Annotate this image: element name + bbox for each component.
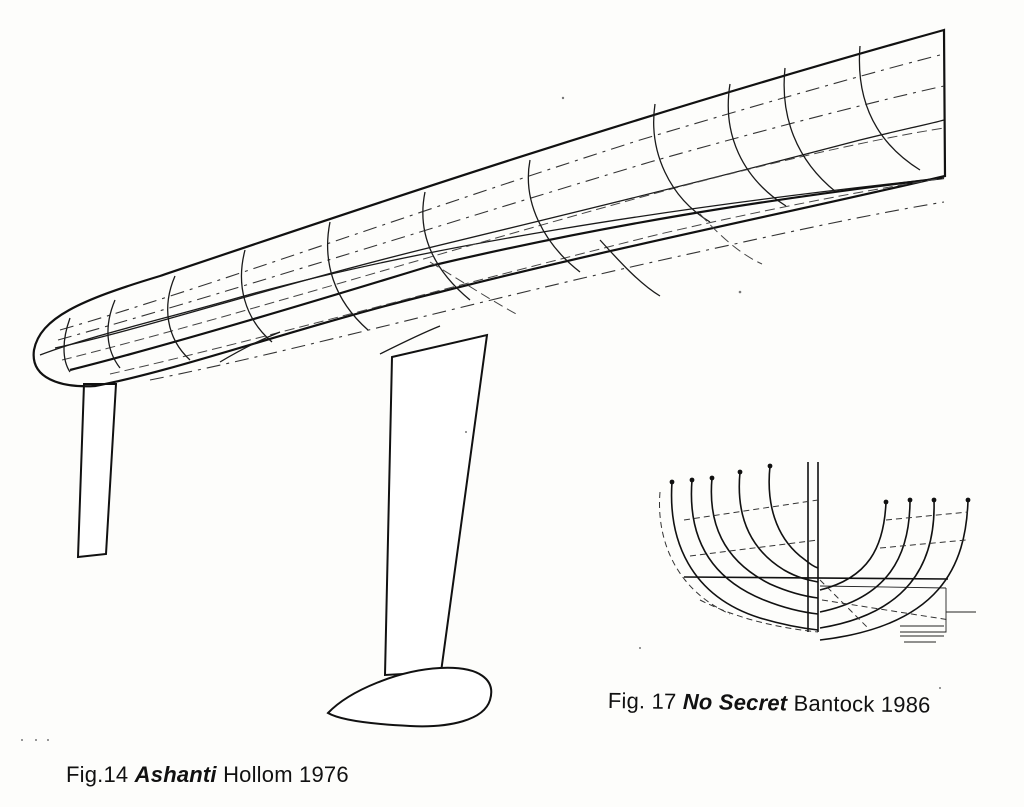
keel-bulb [326, 666, 493, 728]
buttock-line [109, 177, 945, 375]
sheer-point [709, 475, 715, 481]
buttock-line [61, 127, 945, 361]
designer-year: Bantock 1986 [793, 690, 931, 718]
diagonal-line [821, 599, 951, 621]
sheer-point [883, 499, 889, 505]
keel-line [54, 119, 945, 349]
no-secret-body-plan [659, 462, 976, 643]
station-line [599, 239, 661, 297]
waterline [819, 585, 947, 589]
waterline [69, 176, 945, 372]
station-section [738, 471, 819, 583]
station-section [690, 479, 819, 615]
designer-year: Hollom 1976 [223, 762, 349, 787]
diagonal-line [819, 579, 871, 631]
station-line [63, 317, 71, 373]
sheer-point [737, 469, 743, 475]
sheer-point [767, 463, 773, 469]
buttock-line [57, 85, 945, 341]
figure-caption-fig17: Fig. 17 No Secret Bantock 1986 [608, 688, 931, 719]
keel-detail [900, 588, 947, 633]
station-line [107, 299, 121, 369]
station-section [699, 599, 819, 633]
sheer-point [907, 497, 913, 503]
station-section [819, 499, 969, 641]
boat-name: No Secret [682, 689, 788, 716]
deck-edge [39, 177, 945, 356]
station-line [858, 45, 921, 171]
station-section [768, 465, 819, 569]
station-line [422, 191, 471, 301]
hull-outline [32, 28, 947, 388]
station-section [659, 491, 731, 615]
station-section [819, 501, 887, 591]
station-line [240, 249, 273, 343]
diagonal-line [879, 539, 967, 549]
station-section [819, 499, 935, 629]
sheer-point [931, 497, 937, 503]
station-line [783, 67, 837, 193]
boat-name: Ashanti [134, 762, 217, 787]
station-line [727, 83, 787, 207]
station-line [699, 213, 763, 265]
diagonal-line [885, 511, 969, 521]
sheer-point [669, 479, 675, 485]
station-line [219, 331, 281, 363]
diagonal-line [683, 499, 819, 521]
scan-specks [21, 96, 941, 741]
station-section [710, 477, 819, 599]
ashanti-hull-drawing [32, 28, 947, 728]
figure-number: Fig.14 [66, 762, 129, 787]
figure-number: Fig. 17 [607, 688, 677, 714]
station-line [167, 275, 191, 361]
rudder [76, 383, 118, 559]
keel-fin [383, 333, 489, 677]
buttock-line [59, 53, 945, 331]
station-section [670, 481, 819, 631]
station-line [327, 221, 369, 331]
diagonal-line [689, 539, 819, 557]
figure-caption-fig14: Fig.14 Ashanti Hollom 1976 [66, 762, 349, 788]
sheer-point [689, 477, 695, 483]
station-line [379, 325, 441, 355]
waterline [683, 576, 949, 580]
station-line [527, 159, 581, 273]
sheer-point [965, 497, 971, 503]
station-line [653, 103, 711, 223]
station-section [819, 499, 911, 613]
station-line [429, 261, 521, 317]
keel-detail [900, 625, 944, 643]
